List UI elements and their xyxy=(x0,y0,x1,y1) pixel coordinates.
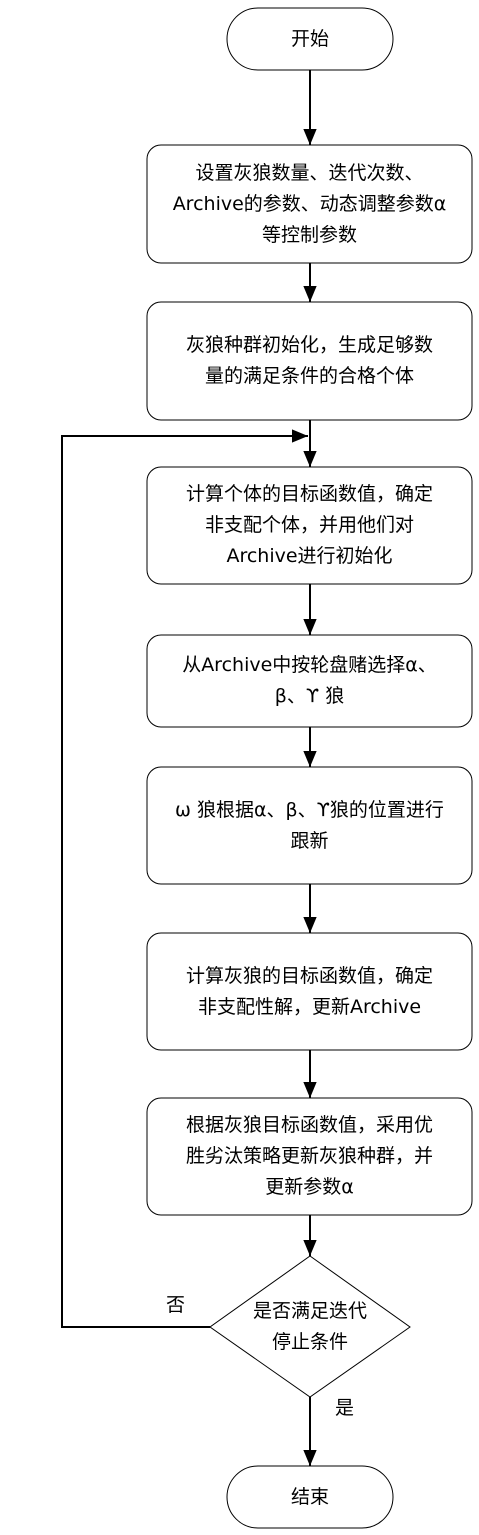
update-population-line-1: 根据灰狼目标函数值，采用优 xyxy=(185,1114,433,1136)
init-population-text: 灰狼种群初始化，生成足够数 量的满足条件的合格个体 xyxy=(147,330,472,392)
select-leaders-line-1: 从Archive中按轮盘赌选择α、 xyxy=(182,654,437,676)
calc-objective-line-2: 非支配个体，并用他们对 xyxy=(204,514,414,536)
set-params-text: 设置灰狼数量、迭代次数、 Archive的参数、动态调整参数α 等控制参数 xyxy=(147,158,472,251)
update-archive-text-wrap: 计算灰狼的目标函数值，确定 非支配性解，更新Archive xyxy=(147,933,472,1050)
check-stop-text: 是否满足迭代 停止条件 xyxy=(210,1296,410,1358)
update-population-text: 根据灰狼目标函数值，采用优 胜劣汰策略更新灰狼种群，并 更新参数α xyxy=(147,1110,472,1203)
update-omega-line-2: 跟新 xyxy=(290,829,329,852)
select-leaders-text-wrap: 从Archive中按轮盘赌选择α、 β、ϒ 狼 xyxy=(147,635,472,727)
set-params-text-wrap: 设置灰狼数量、迭代次数、 Archive的参数、动态调整参数α 等控制参数 xyxy=(147,145,472,263)
select-leaders-text: 从Archive中按轮盘赌选择α、 β、ϒ 狼 xyxy=(147,650,472,712)
start-terminal-label-wrap: 开始 xyxy=(227,8,393,70)
edge-label-yes: 是 xyxy=(335,1397,355,1419)
check-stop-text-wrap: 是否满足迭代 停止条件 xyxy=(210,1256,410,1397)
update-archive-text: 计算灰狼的目标函数值，确定 非支配性解，更新Archive xyxy=(147,961,472,1023)
end-terminal-label-wrap: 结束 xyxy=(227,1466,393,1528)
loop-back-line xyxy=(61,429,308,1328)
update-archive-line-1: 计算灰狼的目标函数值，确定 xyxy=(185,964,433,987)
calc-objective-line-1: 计算个体的目标函数值，确定 xyxy=(185,483,433,505)
edge-label-no: 否 xyxy=(166,1294,186,1316)
set-params-line-1: 设置灰狼数量、迭代次数、 xyxy=(195,161,424,184)
update-population-line-2: 胜劣汰策略更新灰狼种群，并 xyxy=(185,1145,433,1167)
update-omega-text-wrap: ω 狼根据α、β、ϒ狼的位置进行 跟新 xyxy=(147,767,472,884)
update-population-line-3: 更新参数α xyxy=(265,1176,354,1198)
check-stop-line-1: 是否满足迭代 xyxy=(252,1299,367,1322)
calc-objective-line-3: Archive进行初始化 xyxy=(226,545,393,567)
start-label: 开始 xyxy=(290,27,329,50)
update-omega-line-1: ω 狼根据α、β、ϒ狼的位置进行 xyxy=(175,798,444,821)
init-population-text-wrap: 灰狼种群初始化，生成足够数 量的满足条件的合格个体 xyxy=(147,302,472,420)
calc-objective-text: 计算个体的目标函数值，确定 非支配个体，并用他们对 Archive进行初始化 xyxy=(147,479,472,572)
select-leaders-line-2: β、ϒ 狼 xyxy=(274,685,345,707)
set-params-line-2: Archive的参数、动态调整参数α xyxy=(172,192,447,215)
update-archive-line-2: 非支配性解，更新Archive xyxy=(197,995,422,1018)
init-population-line-2: 量的满足条件的合格个体 xyxy=(204,365,414,387)
set-params-line-3: 等控制参数 xyxy=(261,223,357,246)
update-population-text-wrap: 根据灰狼目标函数值，采用优 胜劣汰策略更新灰狼种群，并 更新参数α xyxy=(147,1098,472,1215)
update-omega-text: ω 狼根据α、β、ϒ狼的位置进行 跟新 xyxy=(147,795,472,857)
calc-objective-text-wrap: 计算个体的目标函数值，确定 非支配个体，并用他们对 Archive进行初始化 xyxy=(147,467,472,584)
init-population-line-1: 灰狼种群初始化，生成足够数 xyxy=(185,334,433,356)
check-stop-line-2: 停止条件 xyxy=(271,1330,348,1353)
end-label: 结束 xyxy=(290,1485,329,1508)
